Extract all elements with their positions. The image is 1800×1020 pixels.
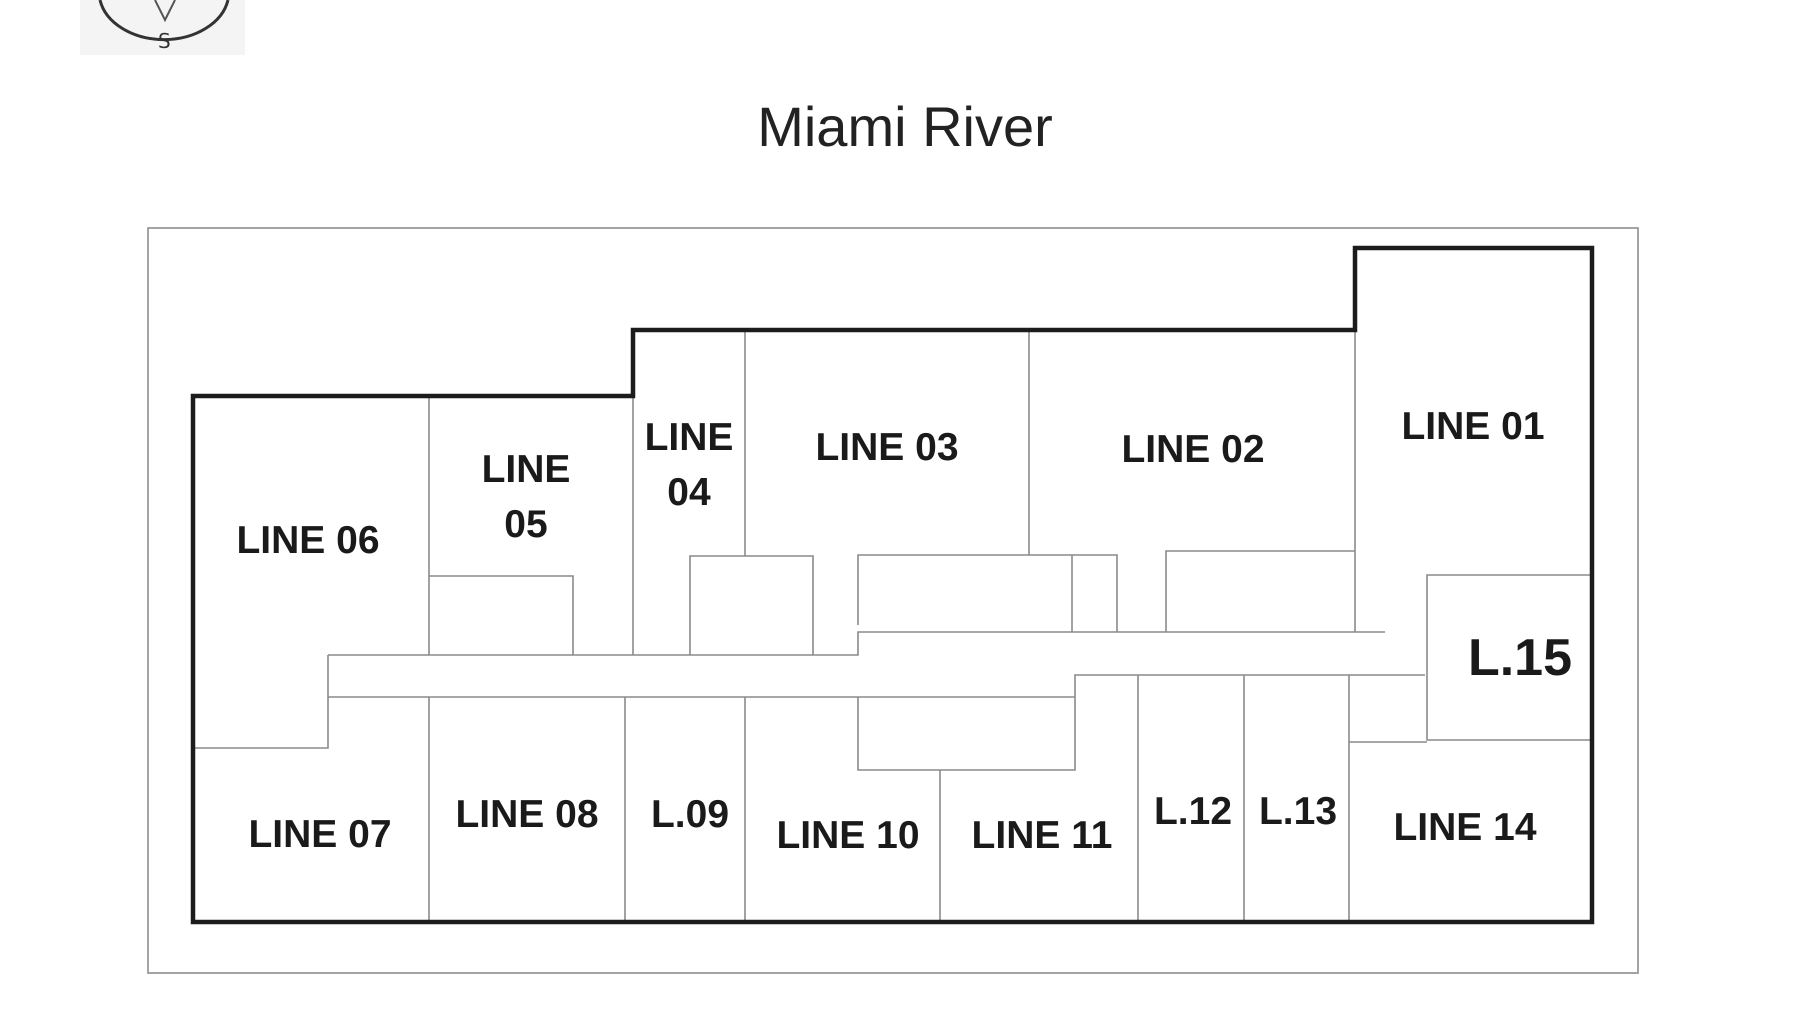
page-title: Miami River bbox=[757, 95, 1053, 158]
unit-label-line-04-top: LINE bbox=[645, 416, 734, 459]
unit-label-line-10: LINE 10 bbox=[776, 814, 919, 857]
unit-label-line-06: LINE 06 bbox=[236, 519, 379, 562]
unit-label-line-13: L.13 bbox=[1259, 790, 1337, 833]
unit-label-line-07: LINE 07 bbox=[248, 813, 391, 856]
unit-label-line-09: L.09 bbox=[651, 793, 729, 836]
compass-icon: S bbox=[80, 0, 245, 55]
unit-label-line-02: LINE 02 bbox=[1121, 428, 1264, 471]
partition-lines bbox=[193, 330, 1592, 922]
unit-label-line-14: LINE 14 bbox=[1393, 806, 1536, 849]
unit-label-line-05-bottom: 05 bbox=[504, 503, 547, 546]
unit-label-line-04-bottom: 04 bbox=[667, 471, 711, 514]
unit-label-line-12: L.12 bbox=[1154, 790, 1232, 833]
unit-label-line-15: L.15 bbox=[1468, 629, 1572, 687]
outer-frame bbox=[147, 227, 1639, 974]
building-outline bbox=[190, 245, 1595, 925]
unit-label-line-08: LINE 08 bbox=[455, 793, 598, 836]
unit-label-line-11: LINE 11 bbox=[972, 814, 1113, 857]
unit-label-line-03: LINE 03 bbox=[815, 426, 958, 469]
unit-label-line-01: LINE 01 bbox=[1401, 405, 1544, 448]
unit-labels: LINE 01 LINE 02 LINE 03 LINE 04 LINE 05 … bbox=[236, 405, 1572, 857]
unit-label-line-05-top: LINE bbox=[482, 448, 571, 491]
compass-south-label: S bbox=[158, 29, 171, 53]
